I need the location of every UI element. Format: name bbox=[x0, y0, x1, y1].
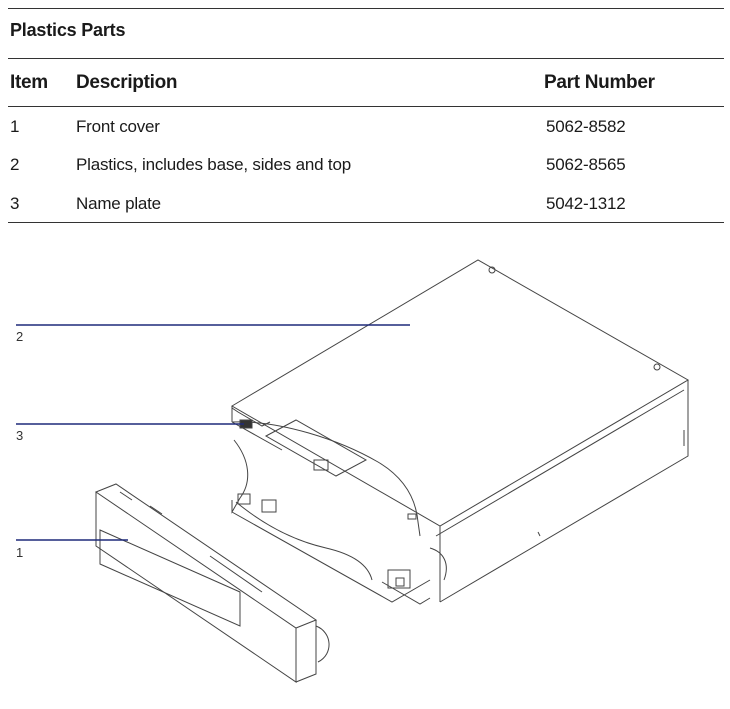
row-part-number: 5062-8565 bbox=[546, 155, 626, 174]
row-part-number: 5062-8582 bbox=[546, 117, 626, 136]
header-item: Item bbox=[10, 72, 48, 93]
row-item: 2 bbox=[10, 155, 20, 174]
row-part-number: 5042-1312 bbox=[546, 194, 626, 213]
header-rule bbox=[8, 106, 724, 107]
callout-label-2: 2 bbox=[16, 329, 24, 344]
header-part-number: Part Number bbox=[544, 72, 655, 93]
row-description: Plastics, includes base, sides and top bbox=[76, 155, 351, 174]
title-rule bbox=[8, 58, 724, 59]
row-item: 3 bbox=[10, 194, 20, 213]
row-description: Name plate bbox=[76, 194, 161, 213]
callout-label-3: 3 bbox=[16, 428, 24, 443]
top-rule bbox=[8, 8, 724, 9]
row-description: Front cover bbox=[76, 117, 160, 136]
row-item: 1 bbox=[10, 117, 20, 136]
housing-drawing bbox=[231, 259, 689, 605]
exploded-parts-drawing bbox=[16, 259, 689, 683]
front-cover-drawing bbox=[94, 483, 330, 683]
callout-label-1: 1 bbox=[16, 545, 24, 560]
bottom-rule bbox=[8, 222, 724, 223]
callout-lines bbox=[16, 324, 410, 541]
header-description: Description bbox=[76, 72, 178, 93]
table-title: Plastics Parts bbox=[10, 20, 126, 40]
